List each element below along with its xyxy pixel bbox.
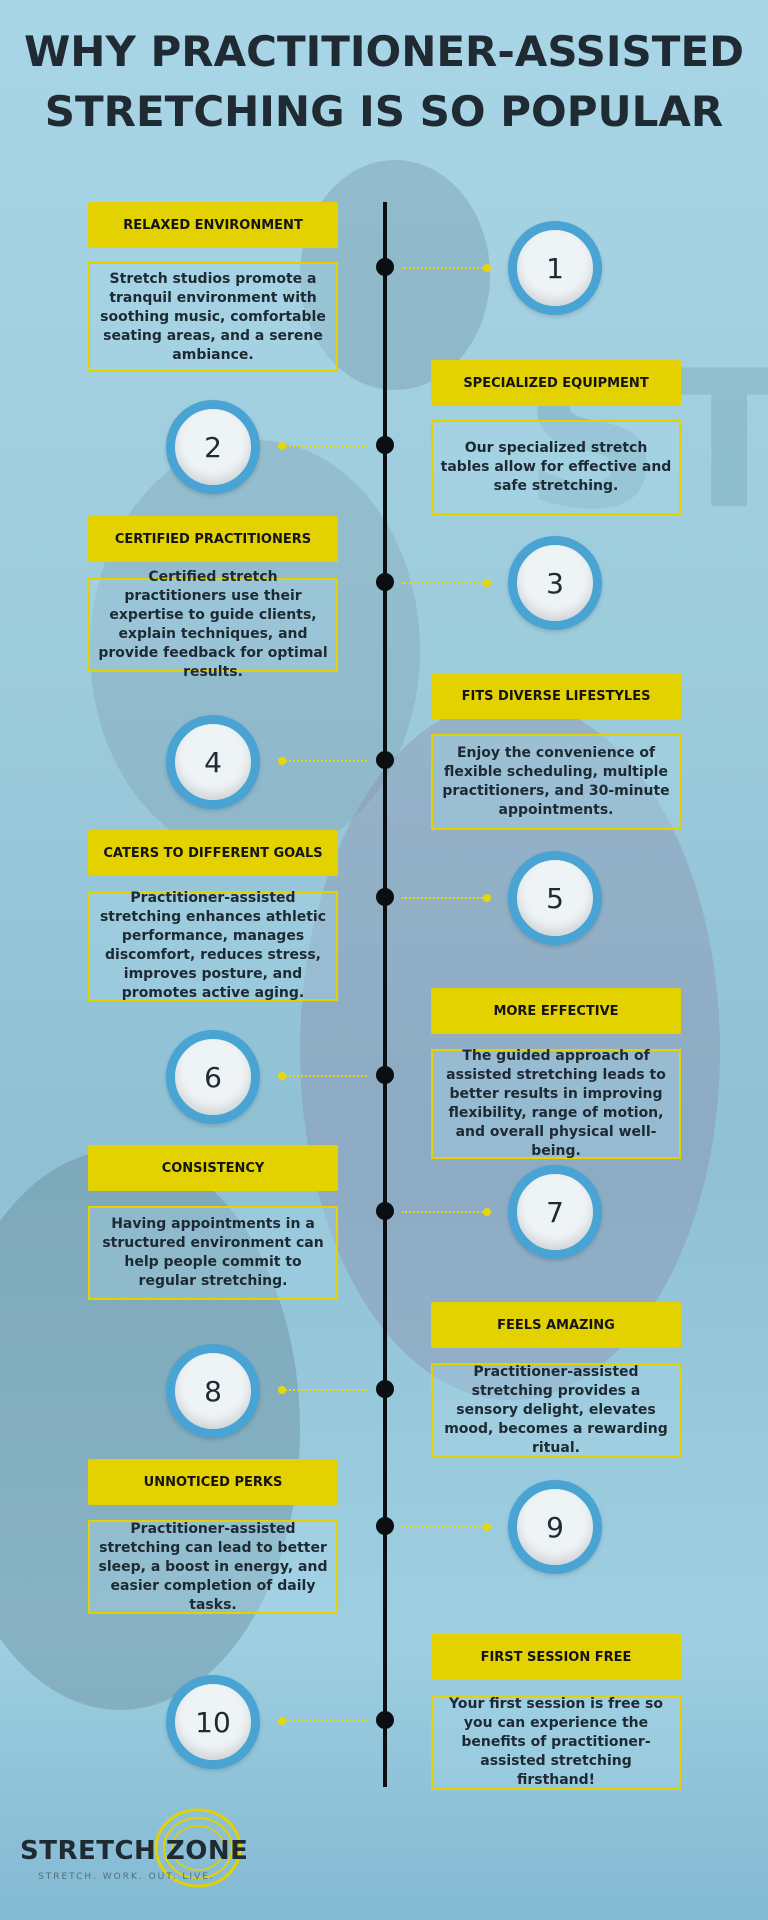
step-number-4: 4 bbox=[166, 715, 260, 809]
logo-swoosh-icon bbox=[154, 1808, 242, 1888]
background-figure-legs bbox=[0, 1150, 300, 1710]
page-title-line-1: WHY PRACTITIONER-ASSISTED bbox=[23, 27, 745, 76]
item-2-label: SPECIALIZED EQUIPMENT bbox=[431, 360, 681, 406]
timeline-dot-10 bbox=[376, 1711, 394, 1729]
item-7-label: CONSISTENCY bbox=[88, 1145, 338, 1191]
timeline-connector-8 bbox=[278, 1386, 367, 1394]
logo-text: STRETCH ZONE bbox=[20, 1836, 249, 1866]
timeline-connector-1 bbox=[402, 264, 491, 272]
timeline-connector-3 bbox=[402, 579, 491, 587]
item-10-label: FIRST SESSION FREE bbox=[431, 1634, 681, 1680]
background-figure-torso bbox=[90, 440, 420, 860]
item-9-label: UNNOTICED PERKS bbox=[88, 1459, 338, 1505]
timeline-dot-7 bbox=[376, 1202, 394, 1220]
step-number-7: 7 bbox=[508, 1165, 602, 1259]
timeline-dot-5 bbox=[376, 888, 394, 906]
item-8-label: FEELS AMAZING bbox=[431, 1302, 681, 1348]
item-9-description: Practitioner-assisted stretching can lea… bbox=[88, 1520, 338, 1614]
timeline-dot-6 bbox=[376, 1066, 394, 1084]
item-1-description: Stretch studios promote a tranquil envir… bbox=[88, 262, 338, 372]
timeline-dot-1 bbox=[376, 258, 394, 276]
item-5-description: Practitioner-assisted stretching enhance… bbox=[88, 890, 338, 1001]
item-8-description: Practitioner-assisted stretching provide… bbox=[431, 1363, 681, 1458]
page-title-line-2: STRETCHING IS SO POPULAR bbox=[44, 87, 724, 136]
step-number-10: 10 bbox=[166, 1675, 260, 1769]
item-6-description: The guided approach of assisted stretchi… bbox=[431, 1048, 681, 1159]
timeline-line bbox=[383, 202, 387, 1787]
timeline-dot-4 bbox=[376, 751, 394, 769]
item-3-description: Certified stretch practitioners use thei… bbox=[88, 569, 338, 680]
item-6-label: MORE EFFECTIVE bbox=[431, 988, 681, 1034]
item-1-label: RELAXED ENVIRONMENT bbox=[88, 202, 338, 248]
timeline-dot-8 bbox=[376, 1380, 394, 1398]
timeline-connector-7 bbox=[402, 1208, 491, 1216]
step-number-2: 2 bbox=[166, 400, 260, 494]
timeline-dot-2 bbox=[376, 436, 394, 454]
step-number-5: 5 bbox=[508, 851, 602, 945]
step-number-6: 6 bbox=[166, 1030, 260, 1124]
item-2-description: Our specialized stretch tables allow for… bbox=[431, 420, 681, 515]
timeline-connector-9 bbox=[402, 1523, 491, 1531]
background-figure-head bbox=[300, 160, 490, 390]
stretch-zone-logo[interactable]: STRETCH ZONE STRETCH. WORK. OUT. LIVE. bbox=[20, 1808, 250, 1898]
timeline-dot-9 bbox=[376, 1517, 394, 1535]
logo-tagline: STRETCH. WORK. OUT. LIVE. bbox=[38, 1872, 215, 1882]
timeline-connector-10 bbox=[278, 1717, 367, 1725]
item-7-description: Having appointments in a structured envi… bbox=[88, 1206, 338, 1300]
step-number-8: 8 bbox=[166, 1344, 260, 1438]
timeline-connector-2 bbox=[278, 442, 367, 450]
timeline-dot-3 bbox=[376, 573, 394, 591]
step-number-1: 1 bbox=[508, 221, 602, 315]
page-title: WHY PRACTITIONER-ASSISTED STRETCHING IS … bbox=[0, 22, 768, 142]
item-10-description: Your first session is free so you can ex… bbox=[431, 1695, 681, 1790]
timeline-connector-5 bbox=[402, 894, 491, 902]
timeline-connector-4 bbox=[278, 757, 367, 765]
item-5-label: CATERS TO DIFFERENT GOALS bbox=[88, 830, 338, 876]
item-4-description: Enjoy the convenience of flexible schedu… bbox=[431, 734, 681, 830]
item-4-label: FITS DIVERSE LIFESTYLES bbox=[431, 673, 681, 719]
step-number-9: 9 bbox=[508, 1480, 602, 1574]
item-3-label: CERTIFIED PRACTITIONERS bbox=[88, 516, 338, 562]
timeline-connector-6 bbox=[278, 1072, 367, 1080]
step-number-3: 3 bbox=[508, 536, 602, 630]
